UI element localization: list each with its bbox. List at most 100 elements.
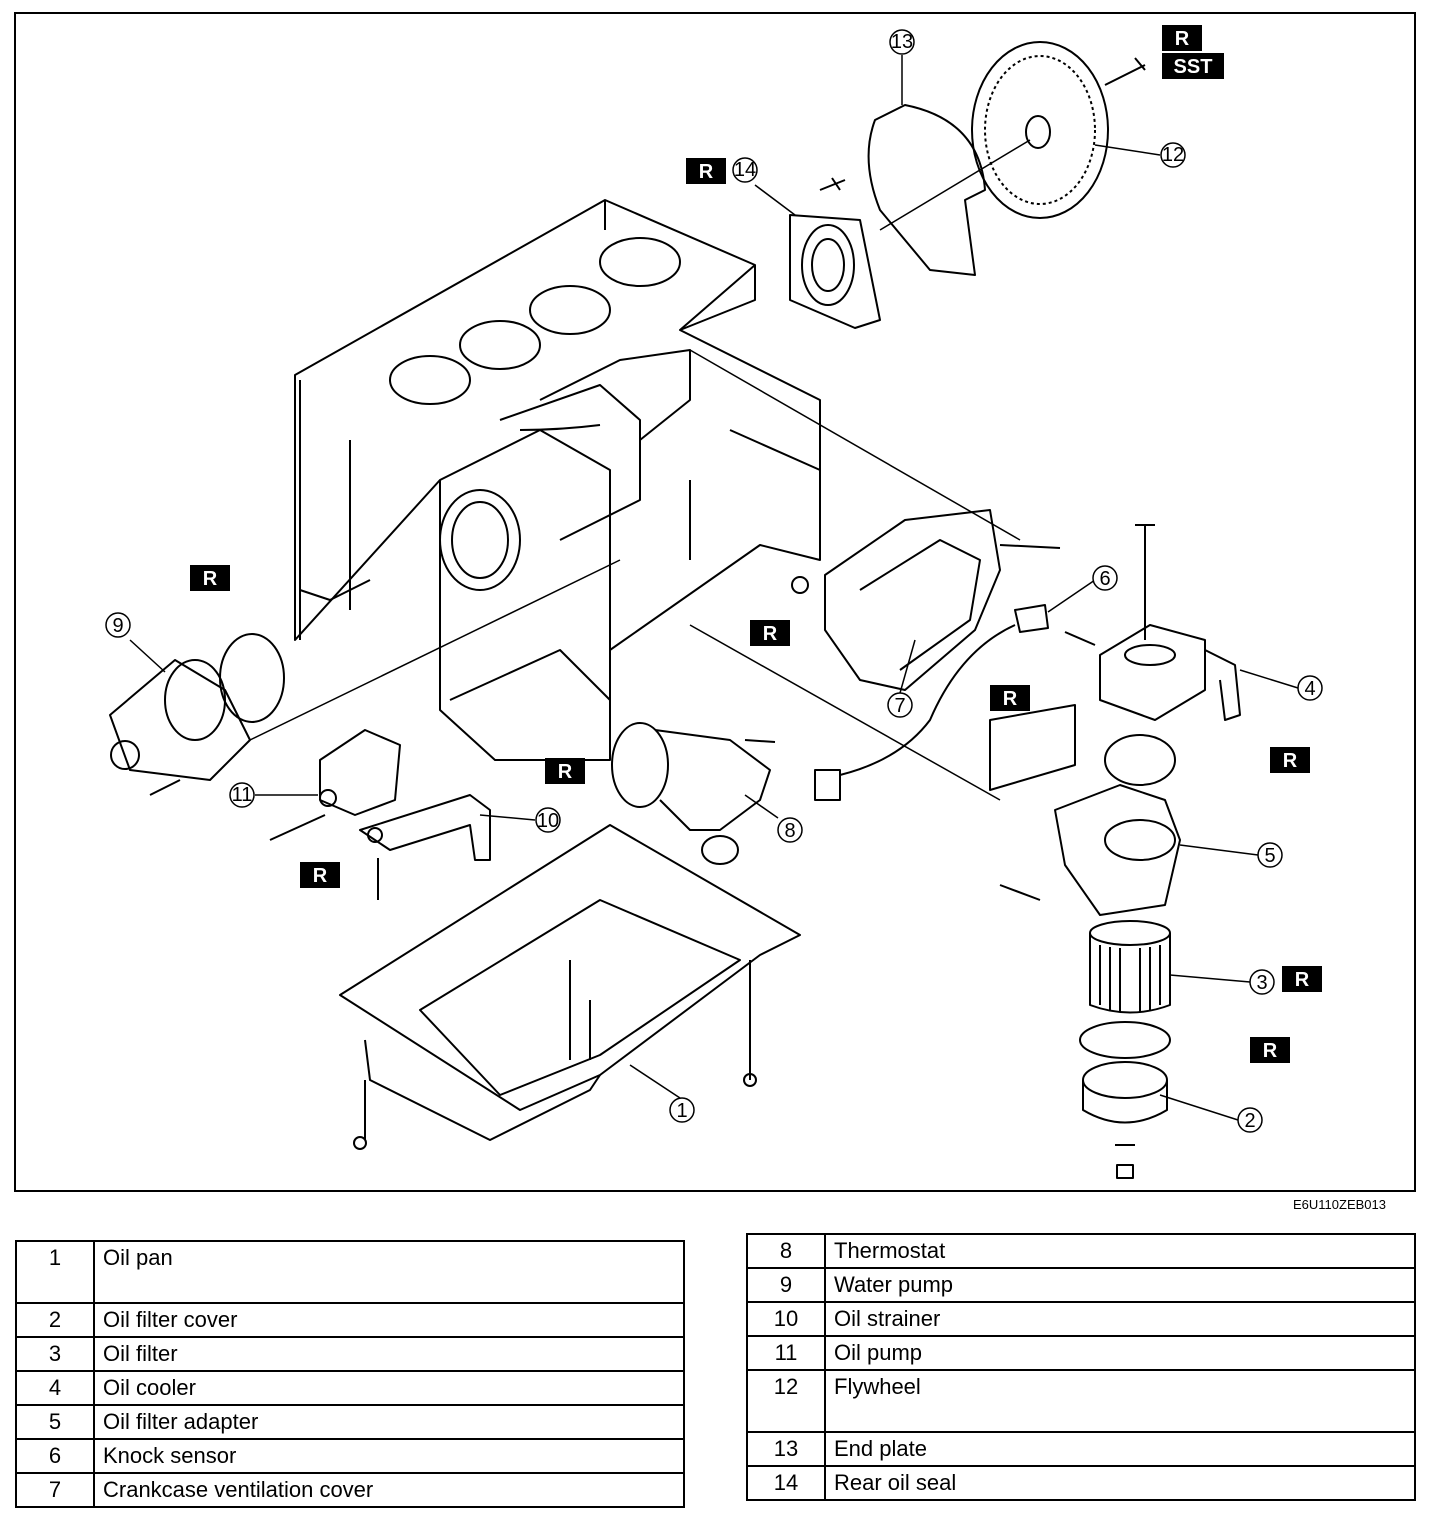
svg-text:R: R <box>699 161 714 183</box>
part-name: Flywheel <box>824 1369 1416 1433</box>
part-name: Oil pan <box>93 1240 685 1304</box>
exploded-parts-diagram: 1 2 3 4 5 6 7 8 9 10 11 12 <box>14 12 1416 1192</box>
part-number: 10 <box>746 1301 826 1337</box>
part-number: 13 <box>746 1431 826 1467</box>
legend-row: 2 Oil filter cover <box>15 1302 685 1338</box>
part-name: Oil filter cover <box>93 1302 685 1338</box>
svg-text:13: 13 <box>891 31 913 53</box>
replace-tag: R <box>686 158 726 184</box>
svg-text:3: 3 <box>1256 972 1267 994</box>
callout-2: 2 <box>1237 1107 1263 1133</box>
svg-text:R: R <box>763 623 778 645</box>
callout-14: 14 <box>732 157 758 183</box>
replace-tag: R <box>190 565 230 591</box>
svg-text:8: 8 <box>784 820 795 842</box>
callout-7: 7 <box>887 692 913 718</box>
water-pump <box>109 633 285 796</box>
oil-pan <box>339 824 801 1150</box>
svg-text:SST: SST <box>1174 56 1213 78</box>
legend-row: 13 End plate <box>746 1431 1416 1467</box>
svg-text:6: 6 <box>1099 568 1110 590</box>
legend-row: 12 Flywheel <box>746 1369 1416 1433</box>
crankcase-ventilation-cover <box>824 509 1061 691</box>
svg-text:14: 14 <box>734 159 756 181</box>
part-name: Oil filter adapter <box>93 1404 685 1440</box>
oil-cooler <box>1099 524 1241 721</box>
legend-row: 5 Oil filter adapter <box>15 1404 685 1440</box>
svg-text:R: R <box>203 568 218 590</box>
sst-tag: SST <box>1162 53 1224 79</box>
engine-block <box>294 199 821 761</box>
callout-8: 8 <box>777 817 803 843</box>
callout-12: 12 <box>1160 142 1186 168</box>
svg-text:R: R <box>1003 688 1018 710</box>
parts-legend-left: 1 Oil pan 2 Oil filter cover 3 Oil filte… <box>15 1240 685 1508</box>
oil-pump <box>269 729 401 841</box>
svg-text:R: R <box>1295 969 1310 991</box>
legend-row: 4 Oil cooler <box>15 1370 685 1406</box>
svg-text:12: 12 <box>1162 144 1184 166</box>
legend-row: 14 Rear oil seal <box>746 1465 1416 1501</box>
replace-tag: R <box>1250 1037 1290 1063</box>
part-name: Oil cooler <box>93 1370 685 1406</box>
svg-text:10: 10 <box>537 810 559 832</box>
svg-text:4: 4 <box>1304 678 1315 700</box>
replace-tag: R <box>300 862 340 888</box>
part-number: 12 <box>746 1369 826 1433</box>
rear-oil-seal <box>789 177 881 329</box>
svg-text:R: R <box>1263 1040 1278 1062</box>
part-name: Oil pump <box>824 1335 1416 1371</box>
replace-tag: R <box>1282 966 1322 992</box>
knock-sensor <box>814 604 1096 801</box>
callout-1: 1 <box>669 1097 695 1123</box>
end-plate <box>867 104 986 276</box>
oil-filter <box>1089 920 1171 1014</box>
legend-row: 8 Thermostat <box>746 1233 1416 1269</box>
part-name: Thermostat <box>824 1233 1416 1269</box>
svg-text:R: R <box>1175 28 1190 50</box>
svg-text:2: 2 <box>1244 1110 1255 1132</box>
svg-text:7: 7 <box>894 695 905 717</box>
part-number: 3 <box>15 1336 95 1372</box>
svg-text:R: R <box>1283 750 1298 772</box>
part-number: 7 <box>15 1472 95 1508</box>
callout-3: 3 <box>1249 969 1275 995</box>
svg-text:R: R <box>558 761 573 783</box>
part-name: Oil strainer <box>824 1301 1416 1337</box>
legend-row: 6 Knock sensor <box>15 1438 685 1474</box>
svg-text:11: 11 <box>232 784 253 806</box>
replace-tag: R <box>990 685 1030 711</box>
part-name: Crankcase ventilation cover <box>93 1472 685 1508</box>
part-number: 6 <box>15 1438 95 1474</box>
oil-strainer <box>359 794 491 900</box>
part-number: 4 <box>15 1370 95 1406</box>
part-name: End plate <box>824 1431 1416 1467</box>
part-number: 1 <box>15 1240 95 1304</box>
part-number: 8 <box>746 1233 826 1269</box>
oil-filter-cover <box>1082 1061 1168 1179</box>
svg-text:9: 9 <box>112 615 123 637</box>
part-number: 11 <box>746 1335 826 1371</box>
replace-tag: R <box>545 758 585 784</box>
callout-13: 13 <box>889 29 915 55</box>
part-number: 5 <box>15 1404 95 1440</box>
parts-legend-right: 8 Thermostat 9 Water pump 10 Oil straine… <box>746 1233 1416 1501</box>
legend-row: 3 Oil filter <box>15 1336 685 1372</box>
callout-4: 4 <box>1297 675 1323 701</box>
flywheel <box>971 41 1146 219</box>
part-number: 2 <box>15 1302 95 1338</box>
part-name: Water pump <box>824 1267 1416 1303</box>
replace-tag: R <box>1162 25 1202 51</box>
part-name: Rear oil seal <box>824 1465 1416 1501</box>
svg-text:R: R <box>313 865 328 887</box>
part-number: 14 <box>746 1465 826 1501</box>
callout-9: 9 <box>105 612 131 638</box>
svg-text:1: 1 <box>676 1100 687 1122</box>
callout-6: 6 <box>1092 565 1118 591</box>
callout-5: 5 <box>1257 842 1283 868</box>
callout-11: 11 <box>229 782 255 808</box>
figure-code: E6U110ZEB013 <box>1293 1197 1386 1212</box>
thermostat <box>611 722 776 865</box>
legend-row: 9 Water pump <box>746 1267 1416 1303</box>
legend-row: 7 Crankcase ventilation cover <box>15 1472 685 1508</box>
